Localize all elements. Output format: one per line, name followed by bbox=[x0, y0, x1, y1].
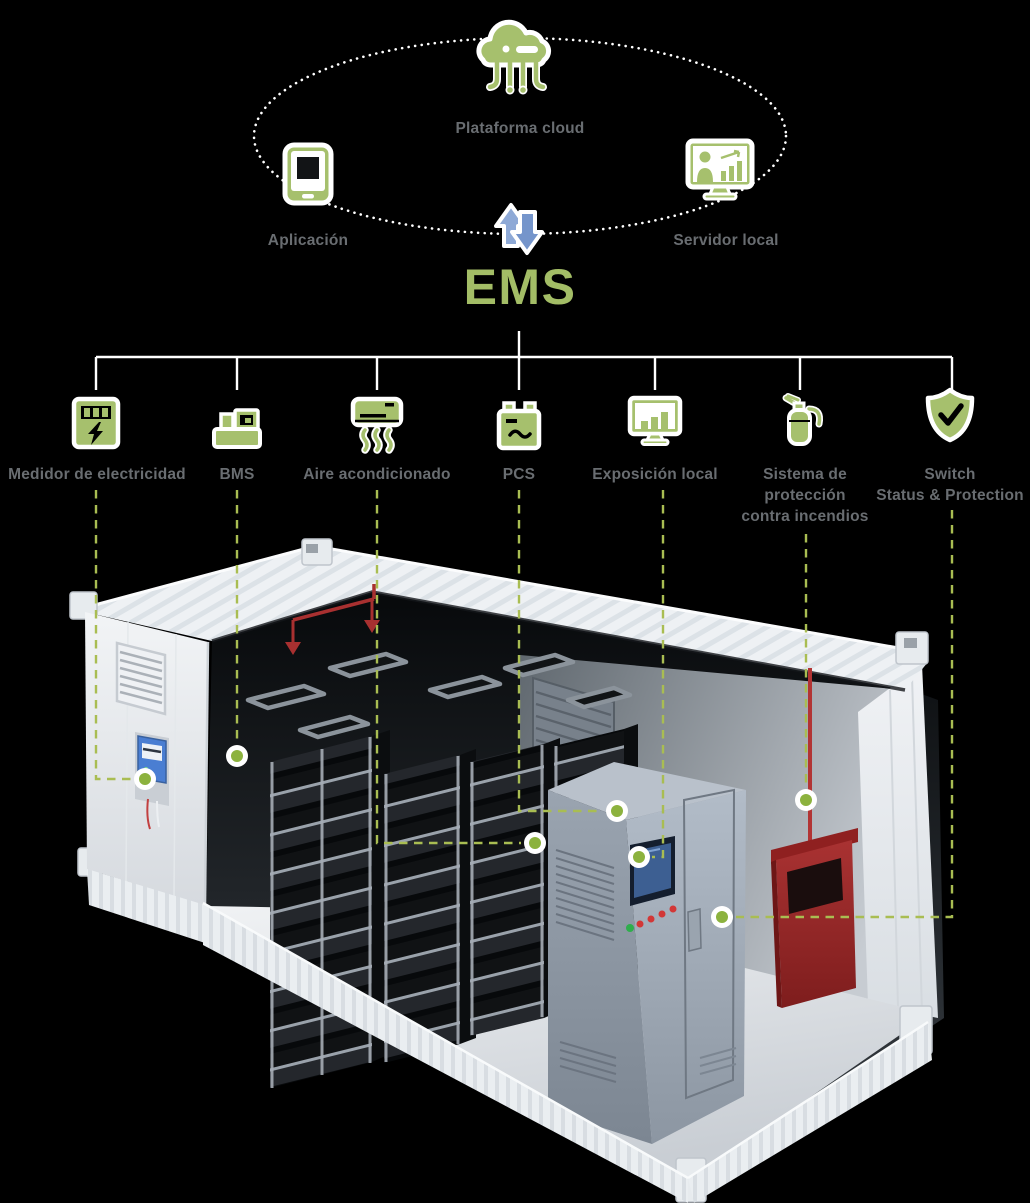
cabinet-vents bbox=[555, 849, 617, 1083]
component-label-pcs: PCS bbox=[502, 466, 536, 483]
cabinet-door bbox=[682, 788, 736, 1100]
dot-local-display bbox=[628, 846, 650, 868]
local-server-icon bbox=[685, 138, 755, 201]
local-server-label: Servidor local bbox=[673, 232, 779, 249]
connector-air-conditioner bbox=[375, 490, 521, 845]
rack-top-frames bbox=[245, 651, 633, 740]
connector-pcs bbox=[517, 490, 603, 813]
dot-air-conditioner bbox=[524, 832, 546, 854]
fire-suppression-cabinet bbox=[771, 828, 858, 1008]
component-label-switch: Switch Status & Protection bbox=[876, 466, 1024, 504]
connector-electricity-meter bbox=[94, 490, 131, 781]
container-base bbox=[87, 869, 932, 1203]
connector-dots bbox=[134, 745, 817, 928]
component-label-bms: BMS bbox=[219, 466, 255, 483]
dot-pcs bbox=[606, 800, 628, 822]
vent-grille bbox=[115, 641, 167, 716]
component-label-fire-protection: Sistema de protección contra incendios bbox=[741, 466, 869, 525]
connector-local-display bbox=[652, 490, 665, 859]
air-conditioner-icon bbox=[350, 396, 404, 454]
ems-title: EMS bbox=[463, 259, 577, 315]
component-label-local-display: Exposición local bbox=[592, 466, 718, 483]
dot-electricity-meter bbox=[134, 768, 156, 790]
ems-bus-lines bbox=[94, 331, 954, 392]
indicator-lights bbox=[626, 905, 677, 932]
fire-extinguisher-icon bbox=[782, 393, 823, 446]
component-label-electricity-meter: Medidor de electricidad bbox=[8, 466, 186, 483]
battery-inverter-icon bbox=[496, 401, 542, 451]
monitor-chart-icon bbox=[627, 395, 683, 446]
application-label: Aplicación bbox=[267, 232, 349, 249]
bms-icon bbox=[212, 408, 262, 449]
cloud-platform-icon bbox=[476, 19, 552, 95]
dot-switch bbox=[711, 906, 733, 928]
electricity-meter-icon bbox=[71, 396, 121, 450]
component-label-air-conditioner: Aire acondicionado bbox=[303, 466, 451, 483]
door-handle bbox=[687, 908, 702, 952]
dot-bms bbox=[226, 745, 248, 767]
left-end-wall bbox=[85, 612, 210, 907]
sprinkler-pipes bbox=[285, 584, 812, 850]
right-end-wall bbox=[858, 664, 938, 1018]
connector-switch bbox=[736, 510, 954, 919]
pcs-cabinet bbox=[548, 762, 746, 1144]
cloud-platform-label: Plataforma cloud bbox=[455, 120, 585, 137]
storage-container-illustration bbox=[69, 538, 944, 1203]
dot-fire-protection bbox=[795, 789, 817, 811]
ems-data-exchange-icon bbox=[494, 203, 544, 255]
shield-check-icon bbox=[925, 387, 975, 443]
connectors bbox=[94, 490, 954, 919]
application-icon bbox=[282, 142, 334, 206]
